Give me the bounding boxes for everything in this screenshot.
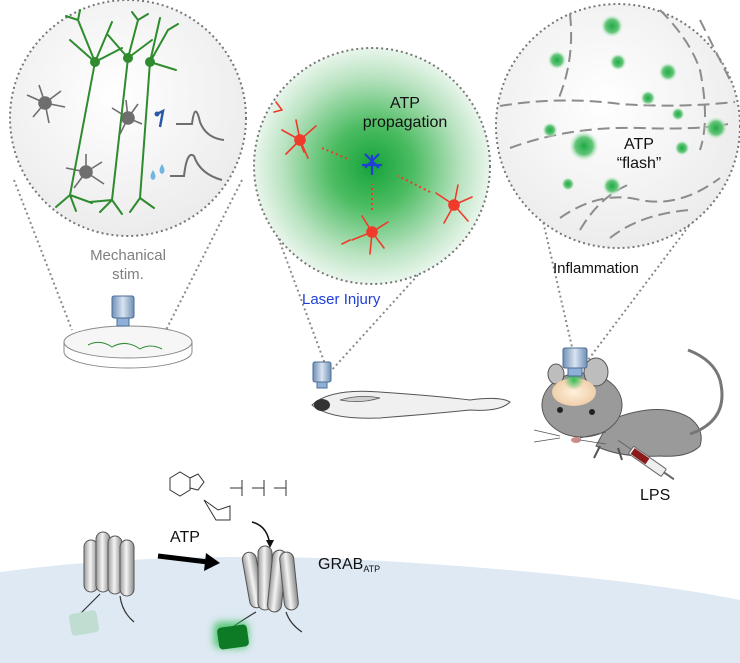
lps-label: LPS	[640, 487, 671, 504]
blood-vessels	[499, 9, 736, 239]
mouse-title-line2: “flash”	[616, 155, 662, 172]
green-neurons	[55, 9, 179, 215]
grab-name: GRAB	[318, 556, 364, 573]
petri-dish	[63, 325, 193, 369]
neuron-caption-line2: stim.	[112, 266, 144, 283]
neuron-panel	[9, 0, 247, 369]
droplet-icon	[150, 164, 165, 180]
grab-atp-label: GRABATP	[318, 556, 380, 574]
inflammation-label: Inflammation	[553, 260, 639, 277]
zebrafish-objective-icon	[312, 361, 332, 389]
mouse-objective-icon	[562, 347, 588, 377]
grab-subscript: ATP	[363, 564, 381, 574]
microglia-process-arrows	[321, 147, 431, 210]
mouse-panel	[495, 3, 740, 481]
atp-structure	[169, 471, 287, 521]
zebrafish-larva	[311, 390, 511, 419]
zebrafish-title-line2: propagation	[362, 114, 448, 131]
grab-sensor-inactive	[68, 531, 135, 636]
mechanical-trace-2	[170, 154, 223, 181]
mouse-title-line1: ATP	[624, 136, 654, 153]
laser-injury-label: Laser Injury	[302, 291, 381, 308]
laser-injury-star	[362, 153, 382, 175]
grab-sensor-active	[214, 545, 303, 650]
pin-icon	[154, 108, 165, 128]
zebrafish-title-line1: ATP	[390, 95, 420, 112]
mechanical-trace-1	[176, 110, 225, 141]
zebrafish-panel	[253, 47, 511, 419]
neuron-caption-line1: Mechanical	[90, 247, 166, 264]
syringe-icon	[617, 439, 675, 481]
mouse-figure	[533, 348, 724, 461]
microscope-objective-icon	[111, 295, 135, 327]
atp-flash-dots	[542, 14, 728, 196]
microglia	[273, 101, 473, 255]
atp-binding-arrow	[157, 553, 220, 571]
gray-neuron	[26, 84, 143, 189]
atp-flash-view	[495, 3, 740, 249]
cell-membrane	[0, 556, 740, 663]
atp-arrow-label: ATP	[170, 529, 200, 546]
